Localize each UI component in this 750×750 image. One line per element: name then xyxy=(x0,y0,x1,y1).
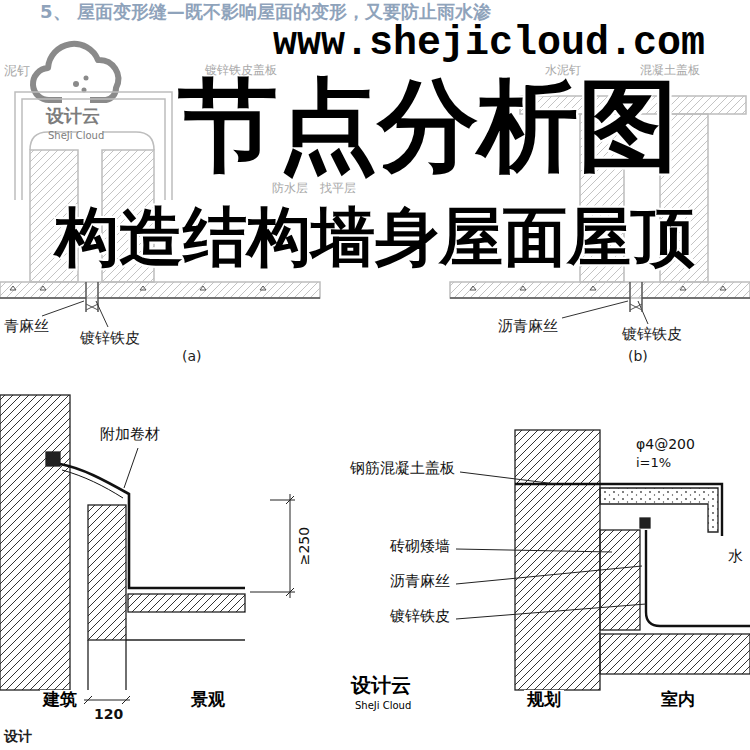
leader-line-part xyxy=(96,301,108,327)
slab-line-b-part xyxy=(450,297,630,299)
slab-line-b-part xyxy=(641,282,643,312)
part-label: 泥钉 xyxy=(4,64,30,79)
watermark-url: www.shejicloud.com xyxy=(270,24,708,64)
slab-line-a-part xyxy=(85,282,87,312)
dimension-line-part xyxy=(286,496,294,596)
dimension-line xyxy=(84,494,295,704)
flashing-line-part xyxy=(515,484,722,536)
expansion-joint-detail xyxy=(515,430,750,690)
subtitle: 构造结构墙身屋面屋顶 xyxy=(55,204,695,271)
slab-line-b xyxy=(450,282,750,312)
expansion-joint-detail-part xyxy=(640,518,650,528)
dimension-line-part xyxy=(84,696,130,704)
dimension-line-part xyxy=(290,494,291,598)
parapet-detail-part xyxy=(46,452,60,466)
dimension-line-part xyxy=(84,700,130,701)
watermark-text: 设计 xyxy=(4,728,32,744)
slab-line-a-part xyxy=(0,297,86,299)
section-heading: 5、 屋面变形缝—既不影响屋面的变形，又要防止雨水渗 xyxy=(40,2,491,23)
leader-line xyxy=(124,448,138,488)
figure-label: (a) xyxy=(182,348,202,364)
leader-line-part xyxy=(456,549,612,552)
leader-line xyxy=(456,472,646,619)
parapet-detail-part xyxy=(87,640,88,690)
slab-line-a-part xyxy=(10,286,266,290)
part-label: 沥青麻丝 xyxy=(498,318,558,335)
part-label: 镀锌铁皮 xyxy=(390,608,450,625)
parapet-detail-part xyxy=(128,594,245,612)
part-label: 镀锌铁皮盖板 xyxy=(205,64,277,78)
leader-line-part xyxy=(42,301,84,316)
category-label: 建筑 xyxy=(40,690,80,710)
leader-line-part xyxy=(456,604,646,619)
leader-line-part xyxy=(460,472,556,484)
part-label: 找平层 xyxy=(320,182,356,196)
logo-text: SheJi Cloud xyxy=(48,130,104,142)
part-label: 水泥钉 xyxy=(545,64,581,78)
part-label: 砖砌矮墙 xyxy=(390,538,450,555)
slab-line-b-part xyxy=(630,304,642,310)
dimension-label: ≥250 xyxy=(296,527,312,565)
logo-text: 设计云 xyxy=(348,674,414,697)
parapet-detail-part xyxy=(126,639,245,640)
slab-line-a-part xyxy=(98,297,320,299)
parapet-detail-part xyxy=(125,640,126,690)
part-label: 水 xyxy=(728,548,743,565)
part-label: 钢筋混凝土盖板 xyxy=(350,460,455,477)
part-label: 青麻丝 xyxy=(4,318,49,335)
part-label: 镀锌铁皮 xyxy=(622,326,682,343)
category-label: 景观 xyxy=(188,690,228,710)
logo-cloud-part xyxy=(73,81,79,87)
leader-line-part xyxy=(124,448,138,488)
dimension-label: 120 xyxy=(94,706,123,722)
rebar-note: φ4@200 xyxy=(636,436,695,452)
roofing-membrane xyxy=(60,464,245,588)
slab-line-b-part xyxy=(470,286,726,290)
part-label: 沥青麻丝 xyxy=(390,573,450,590)
logo-text: SheJi Cloud xyxy=(352,700,414,712)
logo-cloud-part xyxy=(84,76,89,81)
part-label: 镀锌铁皮 xyxy=(80,330,140,347)
leader-line-part xyxy=(562,301,628,318)
main-title: 节点分析图 xyxy=(178,76,678,176)
leader-line-part xyxy=(638,301,648,324)
logo-text: 设计云 xyxy=(46,106,100,127)
figure-label: (b) xyxy=(628,348,648,364)
expansion-joint-detail-part xyxy=(600,488,718,532)
category-label: 规划 xyxy=(524,690,564,710)
expansion-joint-detail-part xyxy=(515,430,600,690)
part-label: 混凝土盖板 xyxy=(640,64,700,78)
slab-line-b-part xyxy=(629,282,631,312)
part-label: 附加卷材 xyxy=(100,426,160,443)
slope-note: i=1% xyxy=(636,456,671,471)
part-label: 防水层 xyxy=(272,182,308,196)
leader-line-part xyxy=(456,566,642,584)
joint-detail-a-part xyxy=(0,282,320,298)
slab-line-a-part xyxy=(86,304,98,310)
dimension-line-part xyxy=(270,500,295,501)
roofing-membrane-part xyxy=(62,470,123,498)
parapet-detail-part xyxy=(0,395,70,690)
slab-line-b-part xyxy=(642,297,750,299)
roofing-membrane-part xyxy=(60,464,245,588)
expansion-joint-detail-part xyxy=(600,530,640,630)
parapet-detail-part xyxy=(88,505,126,640)
dimension-line-part xyxy=(250,592,295,593)
joint-detail-b-part xyxy=(450,282,750,298)
flashing-line-part xyxy=(646,530,750,626)
category-label: 室内 xyxy=(658,690,698,710)
slab-line-a xyxy=(0,282,320,312)
parapet-detail xyxy=(0,395,245,690)
expansion-joint-detail-part xyxy=(600,634,750,674)
